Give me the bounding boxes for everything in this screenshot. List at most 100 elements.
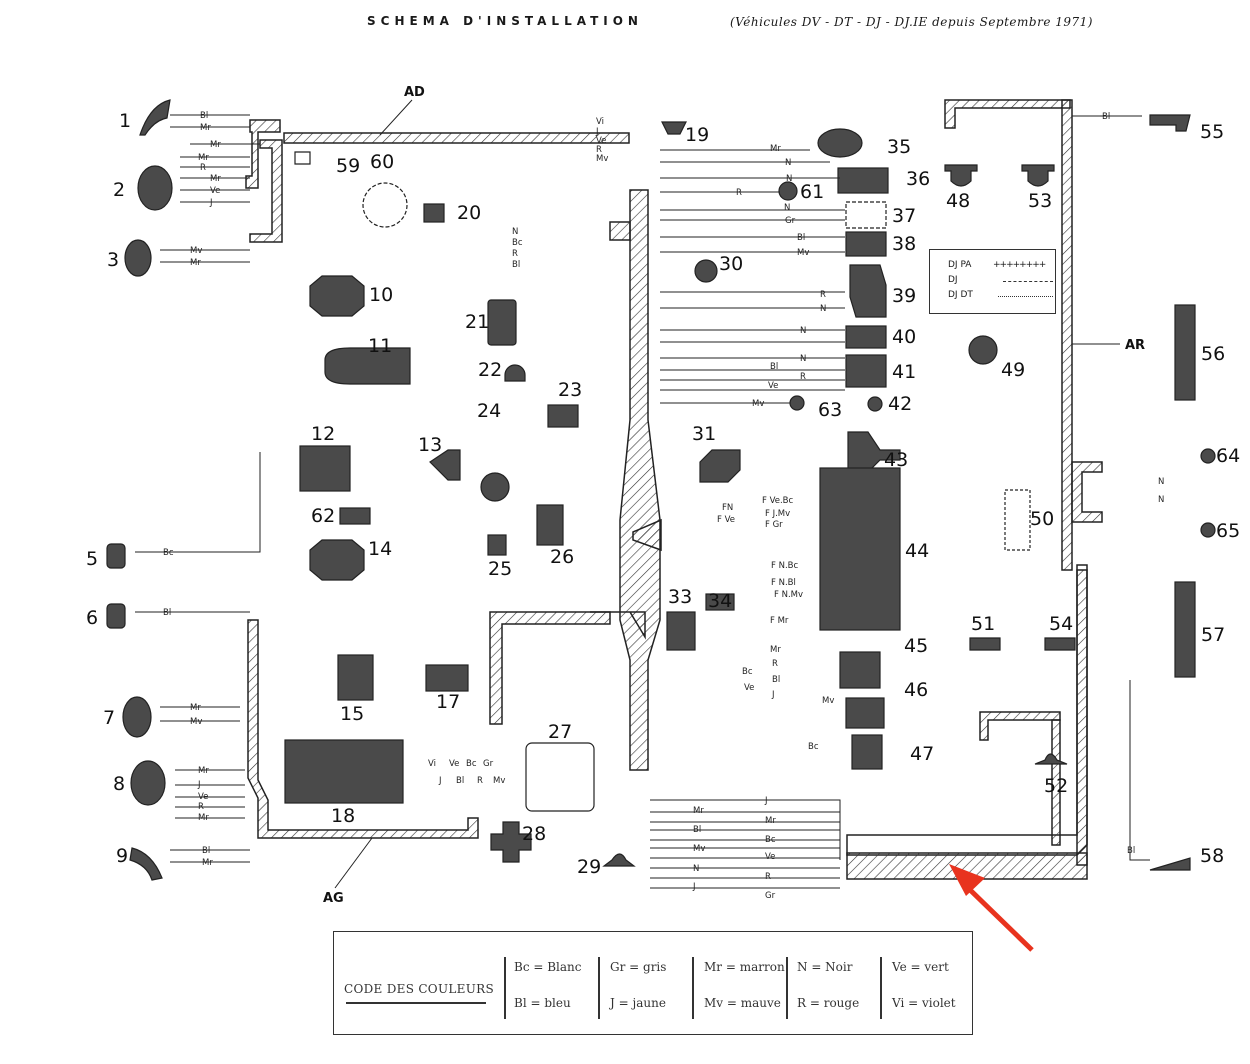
harness-label-ad: AD (404, 85, 425, 100)
num-61: 61 (800, 181, 824, 203)
fuel-gauge-30-icon (694, 259, 718, 283)
num-10: 10 (369, 284, 393, 306)
module-33-icon (666, 611, 696, 651)
wire-bundle (135, 114, 1150, 889)
num-65: 65 (1216, 520, 1240, 542)
divider (692, 957, 694, 1019)
num-35: 35 (887, 136, 911, 158)
wire-labels: Bl Mr Mr Mr R Mr Ve J Mv Mr Bc Bl Mr Mv … (163, 111, 1164, 901)
wire-label: Bl (693, 825, 701, 835)
legend-entry: N = Noir (797, 960, 853, 974)
num-25: 25 (488, 558, 512, 580)
wire-label: Mr (198, 153, 209, 163)
wire-label: Bc (466, 759, 477, 769)
lamp-22-icon (504, 364, 526, 382)
plate-lamp-51-icon (969, 637, 1001, 651)
wire-label: N (784, 203, 790, 213)
wire-label: Gr (483, 759, 494, 769)
divider (598, 957, 600, 1019)
num-6: 6 (86, 607, 98, 629)
key-row-dj-pa: DJ PA++++++++ (948, 260, 1046, 270)
stalk-switch-45-icon (839, 651, 881, 689)
wire-label: Ve (596, 136, 606, 146)
wire-label: N (1158, 477, 1164, 487)
wire-label: Mr (198, 766, 209, 776)
side-lamp-6-icon (106, 603, 126, 629)
diagram-title: SCHEMA D'INSTALLATION (367, 14, 643, 28)
num-12: 12 (311, 423, 335, 445)
legend-col-2: Gr = gris J = jaune (610, 960, 666, 1032)
annotation-arrow (949, 864, 1034, 952)
wire-label: N (1158, 495, 1164, 505)
variant-key: DJ PA++++++++ DJ DJ DT (929, 249, 1056, 314)
wire-label: Bl (770, 362, 778, 372)
relay-10-icon (309, 275, 365, 317)
side-lamp-5-icon (106, 543, 126, 569)
wire-label: F Gr (765, 520, 783, 530)
num-47: 47 (910, 743, 934, 765)
wire-label: Mr (770, 144, 781, 154)
key-row-dj: DJ (948, 275, 1053, 285)
tail-lamp-56-icon (1174, 304, 1196, 401)
num-57: 57 (1201, 624, 1225, 646)
coil-26-icon (536, 504, 564, 546)
wire-label: Mr (210, 140, 221, 150)
wire-label: Bl (1102, 112, 1110, 122)
wire-label: Mv (822, 696, 834, 706)
key-row-dj-dt: DJ DT (948, 290, 1053, 300)
leader-ag (334, 837, 373, 889)
num-21: 21 (465, 311, 489, 333)
num-30: 30 (719, 253, 743, 275)
wire-label: Bc (163, 548, 174, 558)
num-53: 53 (1028, 190, 1052, 212)
num-26: 26 (550, 546, 574, 568)
wire-label: Mv (190, 246, 202, 256)
stalk-switch-46-icon (845, 697, 885, 729)
num-51: 51 (971, 613, 995, 635)
wire-label: Mv (493, 776, 505, 786)
legend-entry: Bc = Blanc (514, 960, 582, 974)
wire-label: R (800, 372, 806, 382)
instrument-panel-44-icon (819, 467, 901, 631)
wire-label: Ve (210, 186, 220, 196)
legend-entry: J = jaune (610, 996, 666, 1010)
lamp-35-icon (817, 128, 863, 158)
switch-41-icon (845, 354, 887, 388)
wire-label: Mv (797, 248, 809, 258)
wire-label: Bl (1127, 846, 1135, 856)
wire-label: R (198, 802, 204, 812)
lamp-64-icon (1200, 448, 1216, 464)
legend-entry: Vi = violet (892, 996, 956, 1010)
headlamp-7-icon (122, 696, 152, 738)
divider (786, 957, 788, 1019)
color-code-legend: CODE DES COULEURS Bc = Blanc Bl = bleu G… (333, 931, 973, 1035)
switch-31-icon (699, 449, 741, 483)
legend-entry: Ve = vert (892, 960, 949, 974)
legend-entry: R = rouge (797, 996, 860, 1010)
wire-label: Bl (772, 675, 780, 685)
legend-entry: Mv = mauve (704, 996, 781, 1010)
wire-label: Mr (190, 258, 201, 268)
switch-38-icon (845, 231, 887, 257)
diagram-subtitle: (Véhicules DV - DT - DJ - DJ.IE depuis S… (730, 15, 1093, 29)
wire-label: Mr (202, 858, 213, 868)
num-5: 5 (86, 548, 98, 570)
fusebox-27-icon (525, 742, 595, 812)
wire-label: Vi (428, 759, 436, 769)
num-33: 33 (668, 586, 692, 608)
wire-label: Ve (744, 683, 754, 693)
wire-label: Bc (765, 835, 776, 845)
horn-1-icon (139, 99, 171, 136)
num-64: 64 (1216, 445, 1240, 467)
num-38: 38 (892, 233, 916, 255)
num-45: 45 (904, 635, 928, 657)
wire-label: R (820, 290, 826, 300)
wire-label: Mv (596, 154, 608, 164)
wire-label: J (764, 796, 768, 806)
switch-39-icon (849, 264, 887, 318)
num-20: 20 (457, 202, 481, 224)
harness-ad (245, 119, 630, 243)
headlamp-8-icon (130, 760, 166, 806)
num-14: 14 (368, 538, 392, 560)
